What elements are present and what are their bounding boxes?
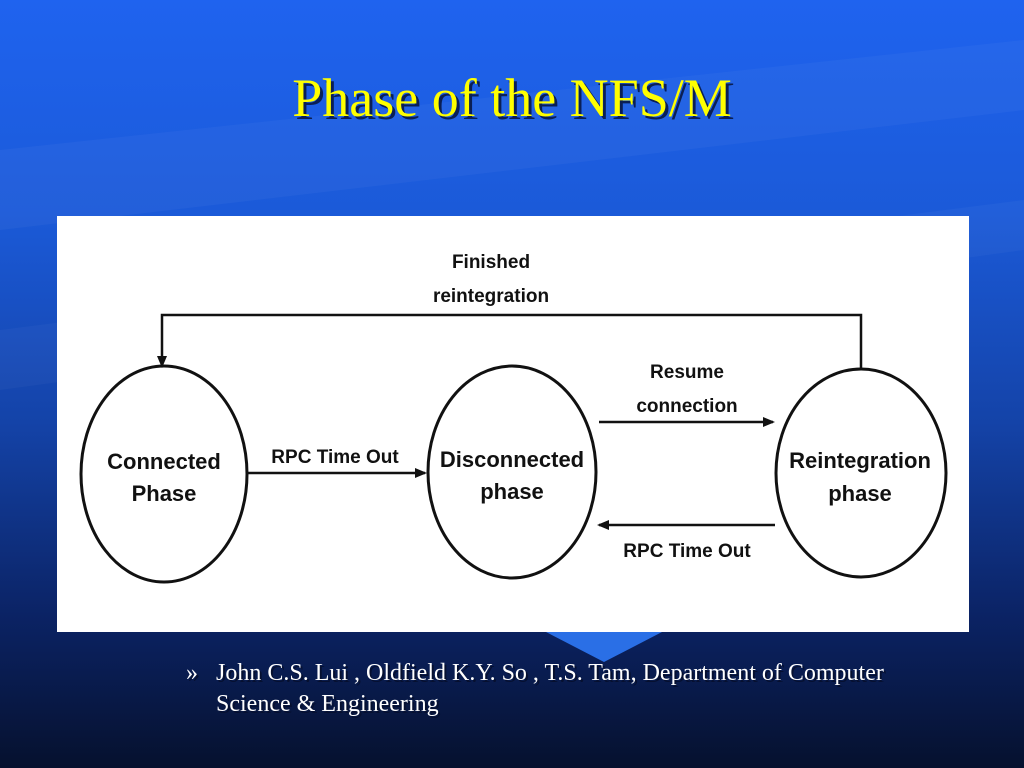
state-diagram-panel: Connected Phase Disconnected phase Reint… [57, 216, 969, 632]
disconnected-node-label-line1: Disconnected [440, 447, 584, 472]
edge-resume-label-line1: Resume [650, 362, 724, 383]
citation-bullet-item: » John C.S. Lui , Oldfield K.Y. So , T.S… [186, 658, 906, 720]
panel-pointer-decoration [546, 632, 662, 662]
disconnected-phase-node [426, 364, 598, 580]
slide-title: Phase of the NFS/M [292, 68, 732, 128]
edge-reintegration-to-connected [157, 313, 863, 369]
edge-resume-label-line2: connection [636, 396, 737, 417]
disconnected-node-label-line2: phase [480, 479, 544, 504]
connected-node-label-line1: Connected [107, 449, 221, 474]
connected-phase-node [79, 364, 249, 584]
edge-rpc-timeout-label-1: RPC Time Out [271, 447, 399, 468]
reintegration-node-label-line1: Reintegration [789, 448, 931, 473]
edge-rpc-timeout-label-2: RPC Time Out [623, 541, 751, 562]
reintegration-node-label-line2: phase [828, 481, 892, 506]
connected-node-label-line2: Phase [132, 481, 197, 506]
citation-bullet-glyph: » [186, 660, 198, 686]
reintegration-phase-node [774, 367, 948, 579]
citation-text: John C.S. Lui , Oldfield K.Y. So , T.S. … [216, 660, 884, 717]
edge-finished-label-line2: reintegration [433, 286, 549, 307]
edge-finished-label-line1: Finished [452, 252, 530, 273]
state-diagram: Connected Phase Disconnected phase Reint… [79, 252, 948, 584]
